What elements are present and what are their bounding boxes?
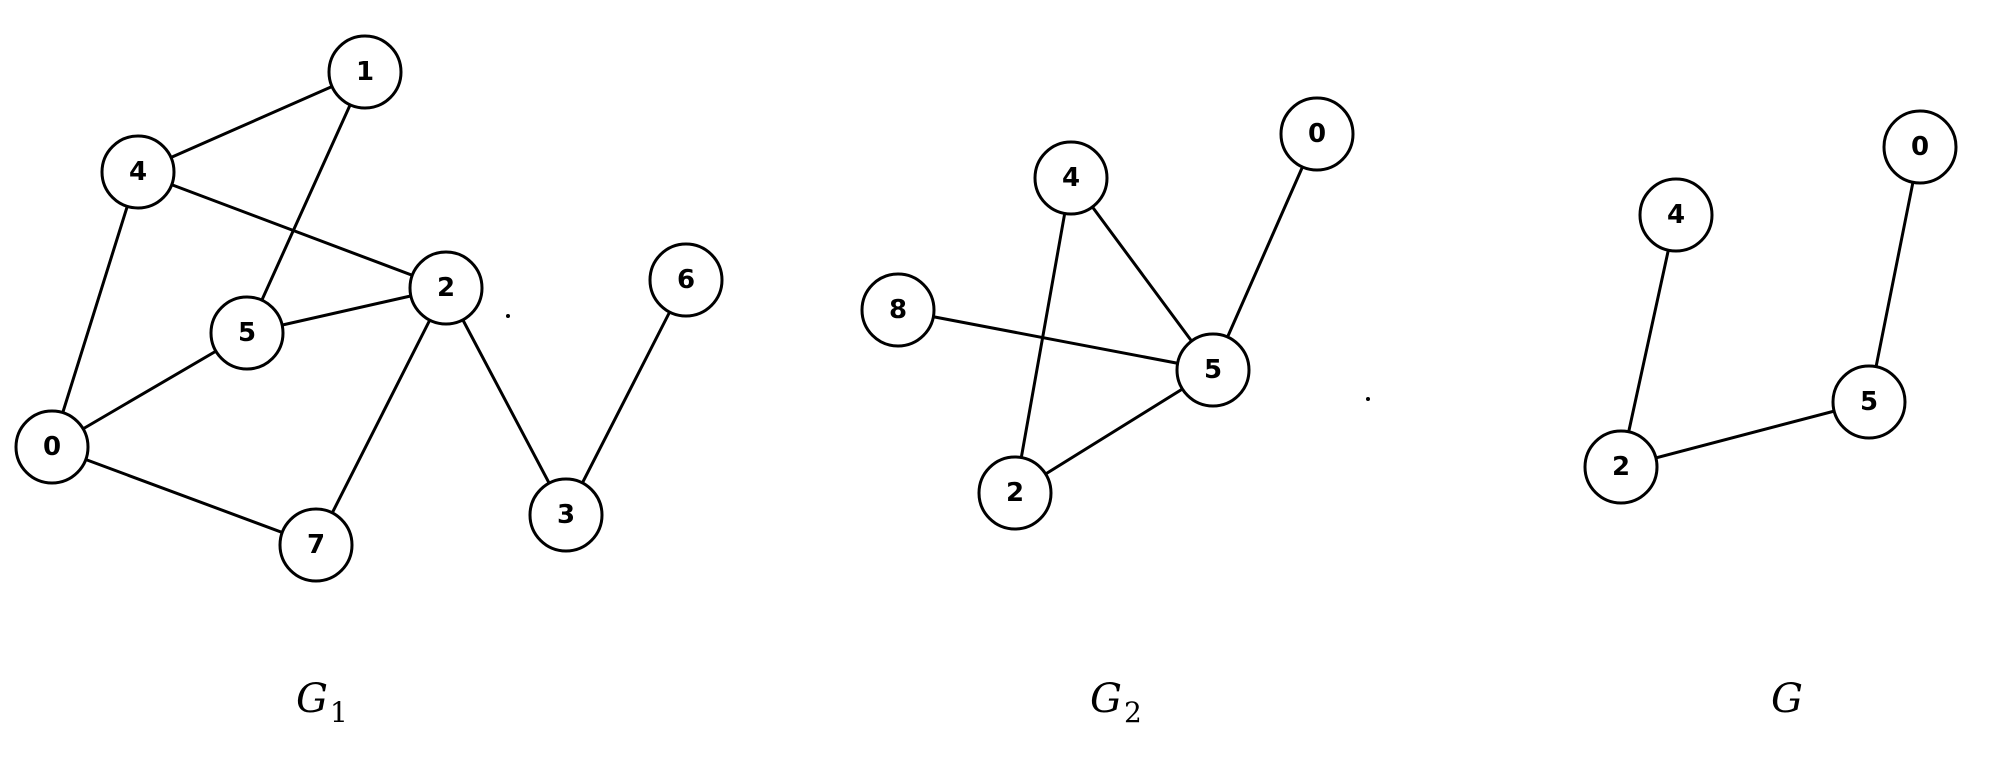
node-g1-7: 7 xyxy=(278,507,354,583)
caption-g1: G1 xyxy=(296,676,348,729)
node-circle xyxy=(1583,429,1659,505)
stray-dots xyxy=(506,314,1370,401)
node-g-4: 4 xyxy=(1638,177,1714,253)
node-g1-0: 0 xyxy=(14,409,90,485)
node-label: 7 xyxy=(307,530,325,560)
node-g2-0: 0 xyxy=(1279,96,1355,172)
node-circle xyxy=(1175,332,1251,408)
nodes-layer: 1 4 2 5 6 0 3 7 4 0 8 5 2 0 4 5 2 xyxy=(14,34,1958,583)
edge-g1-0-7 xyxy=(50,445,318,547)
node-circle xyxy=(14,409,90,485)
node-g2-2: 2 xyxy=(977,455,1053,531)
node-g1-3: 3 xyxy=(528,477,604,553)
node-label: 6 xyxy=(677,265,695,295)
node-label: 3 xyxy=(557,500,575,530)
edge-g-4-2 xyxy=(1619,213,1678,469)
node-circle xyxy=(327,34,403,110)
edge-g2-2-5 xyxy=(1013,368,1215,495)
node-g1-1: 1 xyxy=(327,34,403,110)
node-g1-2: 2 xyxy=(408,250,484,326)
node-label: 5 xyxy=(1204,355,1222,385)
node-g2-4: 4 xyxy=(1033,140,1109,216)
node-circle xyxy=(1033,140,1109,216)
node-g-5: 5 xyxy=(1831,364,1907,440)
edge-g-2-5 xyxy=(1619,400,1871,469)
node-circle xyxy=(209,295,285,371)
node-label: 0 xyxy=(1911,132,1929,162)
edge-g-5-0 xyxy=(1867,145,1922,404)
node-circle xyxy=(1279,96,1355,172)
node-circle xyxy=(1882,109,1958,185)
edge-g2-4-2 xyxy=(1013,176,1073,495)
node-circle xyxy=(648,242,724,318)
node-g-2: 2 xyxy=(1583,429,1659,505)
captions-layer: G1 G2 G xyxy=(296,676,1803,729)
node-label: 2 xyxy=(1006,478,1024,508)
node-circle xyxy=(278,507,354,583)
caption-g2: G2 xyxy=(1090,676,1142,729)
edge-g2-5-0 xyxy=(1211,132,1319,372)
node-circle xyxy=(1638,177,1714,253)
edge-g1-4-2 xyxy=(136,170,448,290)
node-label: 2 xyxy=(1612,452,1630,482)
node-label: 2 xyxy=(437,273,455,303)
node-g-0: 0 xyxy=(1882,109,1958,185)
node-circle xyxy=(100,134,176,210)
node-label: 8 xyxy=(889,295,907,325)
edge-g2-8-5 xyxy=(896,308,1215,372)
edge-g1-4-0 xyxy=(50,170,140,449)
node-g1-5: 5 xyxy=(209,295,285,371)
node-circle xyxy=(408,250,484,326)
stray-dot xyxy=(1366,397,1370,401)
edge-g2-4-5 xyxy=(1069,176,1215,372)
edges-layer xyxy=(50,70,1922,547)
edge-g1-1-5 xyxy=(245,70,367,335)
node-label: 1 xyxy=(356,57,374,87)
edge-g1-4-1 xyxy=(136,70,367,174)
node-circle xyxy=(860,272,936,348)
node-circle xyxy=(528,477,604,553)
node-g2-5: 5 xyxy=(1175,332,1251,408)
node-label: 4 xyxy=(129,157,147,187)
node-label: 4 xyxy=(1667,200,1685,230)
stray-dot xyxy=(506,314,510,318)
node-label: 0 xyxy=(1308,119,1326,149)
node-g2-8: 8 xyxy=(860,272,936,348)
node-label: 5 xyxy=(1860,387,1878,417)
node-circle xyxy=(977,455,1053,531)
caption-g: G xyxy=(1771,676,1803,722)
node-label: 0 xyxy=(43,432,61,462)
edge-g1-6-3 xyxy=(564,278,688,517)
edge-g1-2-7 xyxy=(314,286,448,547)
node-g1-6: 6 xyxy=(648,242,724,318)
node-g1-4: 4 xyxy=(100,134,176,210)
edge-g1-2-3 xyxy=(444,286,568,517)
node-label: 4 xyxy=(1062,163,1080,193)
node-label: 5 xyxy=(238,318,256,348)
edge-g1-0-5 xyxy=(50,331,249,449)
node-circle xyxy=(1831,364,1907,440)
